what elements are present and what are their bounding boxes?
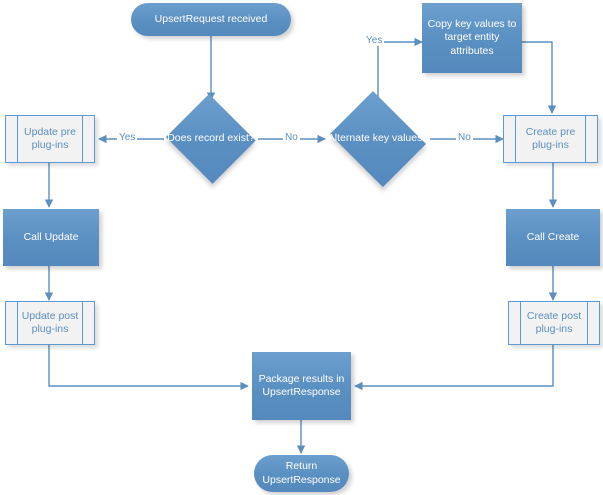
node-label: Update pre plug-ins xyxy=(24,125,76,151)
predefined-process-left-bar xyxy=(17,302,18,344)
edge-label-alternate-key-yes: Yes xyxy=(364,35,385,46)
node-label: Update post plug-ins xyxy=(21,309,79,335)
node-create-post-plugins[interactable]: Create post plug-ins xyxy=(508,301,600,345)
node-label: Return UpsertResponse xyxy=(262,460,341,486)
predefined-process-left-bar xyxy=(515,116,516,162)
predefined-process-right-bar xyxy=(82,302,83,344)
edge-label-record-exists-yes: Yes xyxy=(117,132,138,143)
node-label: Call Create xyxy=(526,230,580,243)
node-package-results[interactable]: Package results in UpsertResponse xyxy=(252,352,351,420)
node-return-upsert-response[interactable]: Return UpsertResponse xyxy=(254,455,349,492)
node-label: Copy key values to target entity attribu… xyxy=(427,18,517,57)
node-label: Does record exist? xyxy=(167,132,255,145)
node-alternate-key-values[interactable]: Alternate key values? xyxy=(325,91,431,187)
predefined-process-left-bar xyxy=(17,116,18,162)
node-label: Call Update xyxy=(23,230,79,243)
edge-update-post-to-package xyxy=(48,345,249,391)
node-does-record-exist[interactable]: Does record exist? xyxy=(164,94,258,184)
node-label: UpsertRequest received xyxy=(154,12,268,25)
predefined-process-right-bar xyxy=(82,116,83,162)
node-label: Create post plug-ins xyxy=(526,309,582,335)
predefined-process-left-bar xyxy=(520,302,521,344)
node-create-pre-plugins[interactable]: Create pre plug-ins xyxy=(503,115,598,163)
node-label: Package results in UpsertResponse xyxy=(258,372,345,398)
node-call-create[interactable]: Call Create xyxy=(506,209,600,266)
node-update-pre-plugins[interactable]: Update pre plug-ins xyxy=(5,115,95,163)
node-label: Create pre plug-ins xyxy=(525,125,576,151)
edge-label-record-exists-no: No xyxy=(283,132,300,143)
edge-copy-key-to-create-pre xyxy=(522,41,557,114)
predefined-process-right-bar xyxy=(585,116,586,162)
edge-label-alternate-key-no: No xyxy=(456,132,473,143)
node-upsert-request-received[interactable]: UpsertRequest received xyxy=(131,3,291,36)
edge-create-post-to-package xyxy=(354,345,554,391)
node-update-post-plugins[interactable]: Update post plug-ins xyxy=(5,301,95,345)
node-label: Alternate key values? xyxy=(327,132,429,145)
node-call-update[interactable]: Call Update xyxy=(3,209,99,266)
predefined-process-right-bar xyxy=(587,302,588,344)
node-copy-key-values[interactable]: Copy key values to target entity attribu… xyxy=(422,3,522,73)
